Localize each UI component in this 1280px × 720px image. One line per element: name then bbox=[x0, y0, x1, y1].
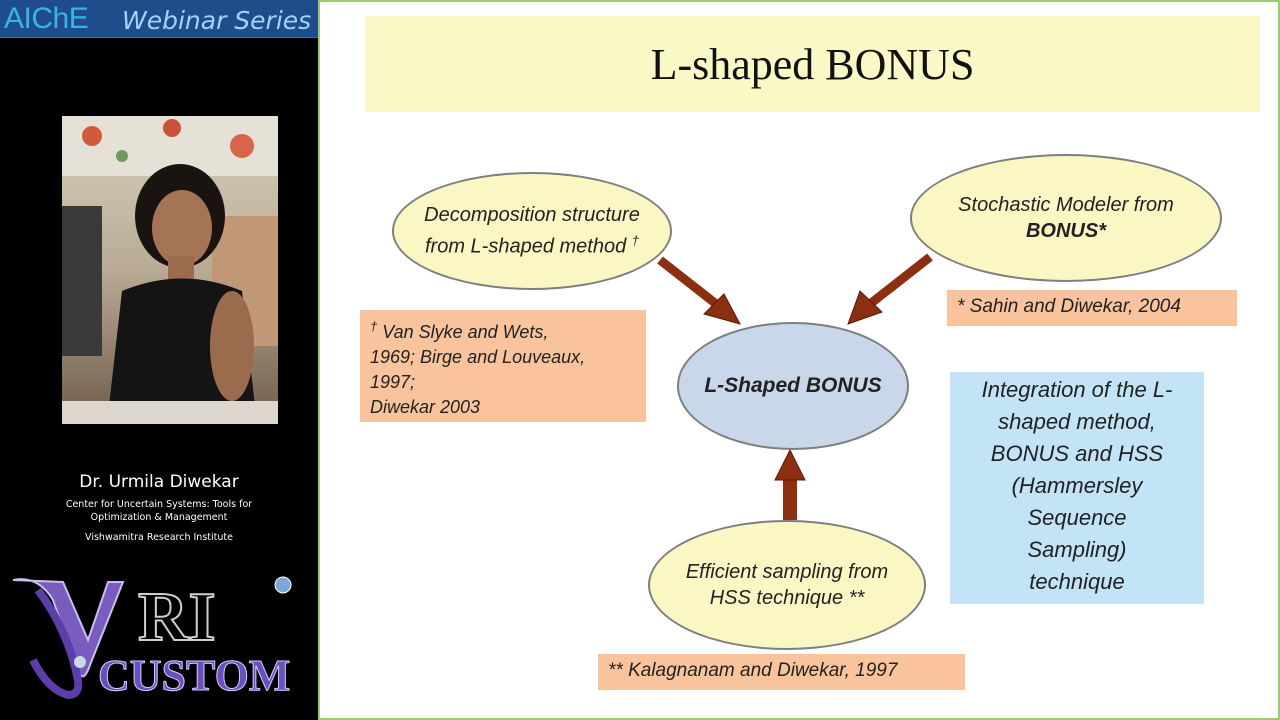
integration-line: (Hammersley bbox=[1011, 473, 1143, 498]
integration-line: technique bbox=[1029, 569, 1125, 594]
presenter-photo bbox=[62, 116, 278, 424]
aiche-logo-text: AIChE bbox=[4, 2, 89, 35]
affiliation-line: Vishwamitra Research Institute bbox=[85, 532, 233, 543]
decomposition-node: Decomposition structure from L-shaped me… bbox=[392, 172, 672, 290]
affiliation-line: Center for Uncertain Systems: Tools for bbox=[65, 499, 253, 510]
slide-title: L-shaped BONUS bbox=[650, 39, 975, 89]
note-line: ** Kalagnanam and Diwekar, 1997 bbox=[608, 660, 898, 681]
integration-line: Sampling) bbox=[1027, 537, 1127, 562]
note-line: 1997; bbox=[370, 372, 416, 392]
sampling-node: Efficient sampling from HSS technique ** bbox=[648, 520, 926, 650]
arrow-sampling-to-center bbox=[774, 448, 806, 520]
dagger-mark: † bbox=[631, 233, 640, 249]
integration-line: Integration of the L- bbox=[981, 377, 1173, 402]
l-shaped-bonus-node: L-Shaped BONUS bbox=[677, 322, 909, 450]
stochastic-line1: Stochastic Modeler from bbox=[958, 194, 1174, 216]
integration-line: BONUS and HSS bbox=[990, 441, 1164, 466]
decomposition-line2: from L-shaped method bbox=[424, 235, 627, 258]
vri-custom-logo: RI CUSTOM bbox=[12, 576, 292, 701]
decomposition-line1: Decomposition structure bbox=[424, 204, 640, 227]
reference-note-vanslyke: † Van Slyke and Wets, 1969; Birge and Lo… bbox=[360, 310, 646, 422]
arrow-stochastic-to-center bbox=[847, 253, 933, 325]
affiliation-line: Optimization & Management bbox=[90, 512, 228, 523]
webinar-series-text: Webinar Series bbox=[122, 6, 312, 35]
integration-line: Sequence bbox=[1027, 505, 1127, 530]
reference-note-sahin: * Sahin and Diwekar, 2004 bbox=[947, 290, 1237, 326]
note-line: * Sahin and Diwekar, 2004 bbox=[957, 296, 1181, 317]
arrow-decomposition-to-center bbox=[657, 256, 741, 325]
presenter-name: Dr. Urmila Diwekar bbox=[79, 472, 239, 492]
note-line: 1969; Birge and Louveaux, bbox=[370, 347, 586, 367]
reference-note-kalagnanam: ** Kalagnanam and Diwekar, 1997 bbox=[598, 654, 965, 690]
note-line: Diwekar 2003 bbox=[370, 397, 481, 417]
integration-description-box: Integration of the L- shaped method, BON… bbox=[950, 372, 1204, 604]
sampling-line2: HSS technique ** bbox=[709, 587, 865, 609]
webinar-banner: AIChE Webinar Series bbox=[0, 0, 318, 38]
center-label: L-Shaped BONUS bbox=[704, 374, 882, 397]
note-line: Van Slyke and Wets, bbox=[382, 322, 549, 342]
sampling-line1: Efficient sampling from bbox=[685, 561, 889, 583]
logo-custom-text: CUSTOM bbox=[98, 651, 290, 700]
dagger-mark: † bbox=[370, 319, 378, 334]
logo-ri-text: RI bbox=[138, 579, 216, 656]
stochastic-modeler-node: Stochastic Modeler from BONUS* bbox=[910, 154, 1222, 282]
presentation-slide: L-shaped BONUS Decomposition structure f… bbox=[318, 0, 1280, 720]
stochastic-line2: BONUS* bbox=[1025, 220, 1106, 242]
presenter-panel: AIChE Webinar Series bbox=[0, 0, 318, 720]
integration-line: shaped method, bbox=[998, 409, 1156, 434]
slide-title-box: L-shaped BONUS bbox=[365, 16, 1260, 112]
